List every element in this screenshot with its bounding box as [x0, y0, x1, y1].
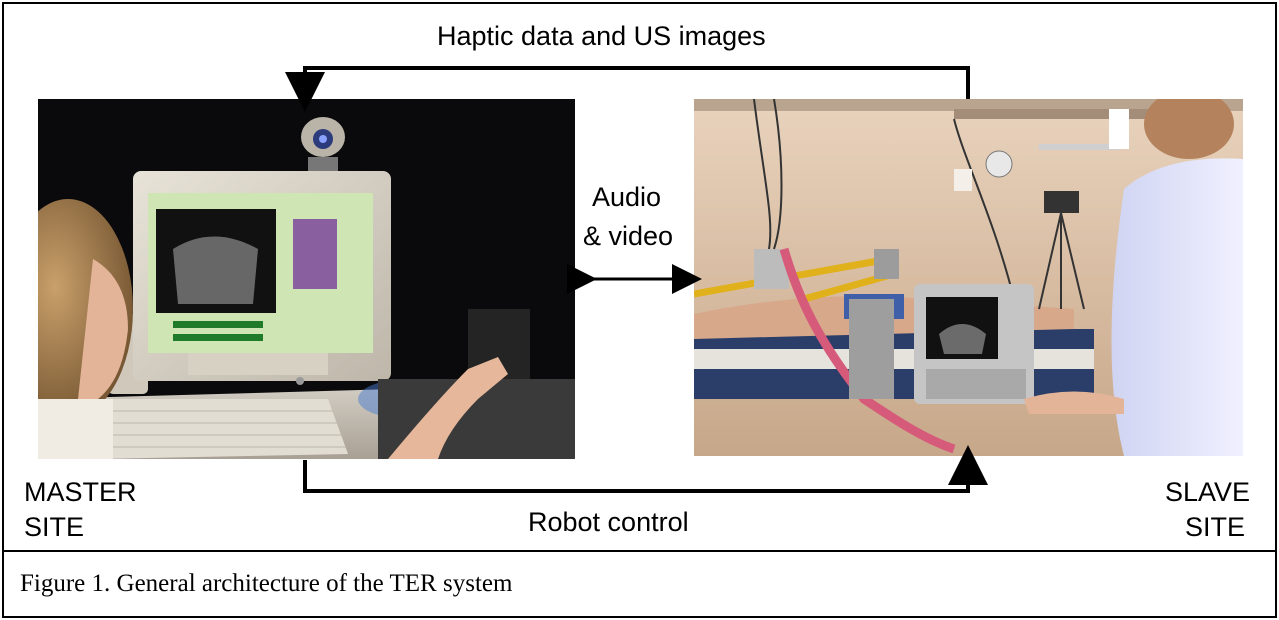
- robot-control-arrow: [303, 445, 988, 493]
- master-label-line2: SITE: [24, 512, 85, 542]
- caption-divider: [2, 550, 1277, 552]
- haptic-data-arrow: [285, 66, 970, 112]
- slave-label-line1: SLAVE: [1165, 477, 1251, 507]
- figure-caption: Figure 1. General architecture of the TE…: [20, 570, 513, 597]
- slave-site-photo: [694, 99, 1243, 456]
- master-site-photo: [38, 99, 575, 459]
- video-label: & video: [583, 221, 674, 251]
- master-label-line1: MASTER: [24, 477, 137, 507]
- audio-label: Audio: [592, 182, 662, 212]
- top-arrow-label: Haptic data and US images: [437, 21, 766, 51]
- slave-label-line2: SITE: [1185, 512, 1246, 542]
- bottom-arrow-label: Robot control: [528, 507, 689, 537]
